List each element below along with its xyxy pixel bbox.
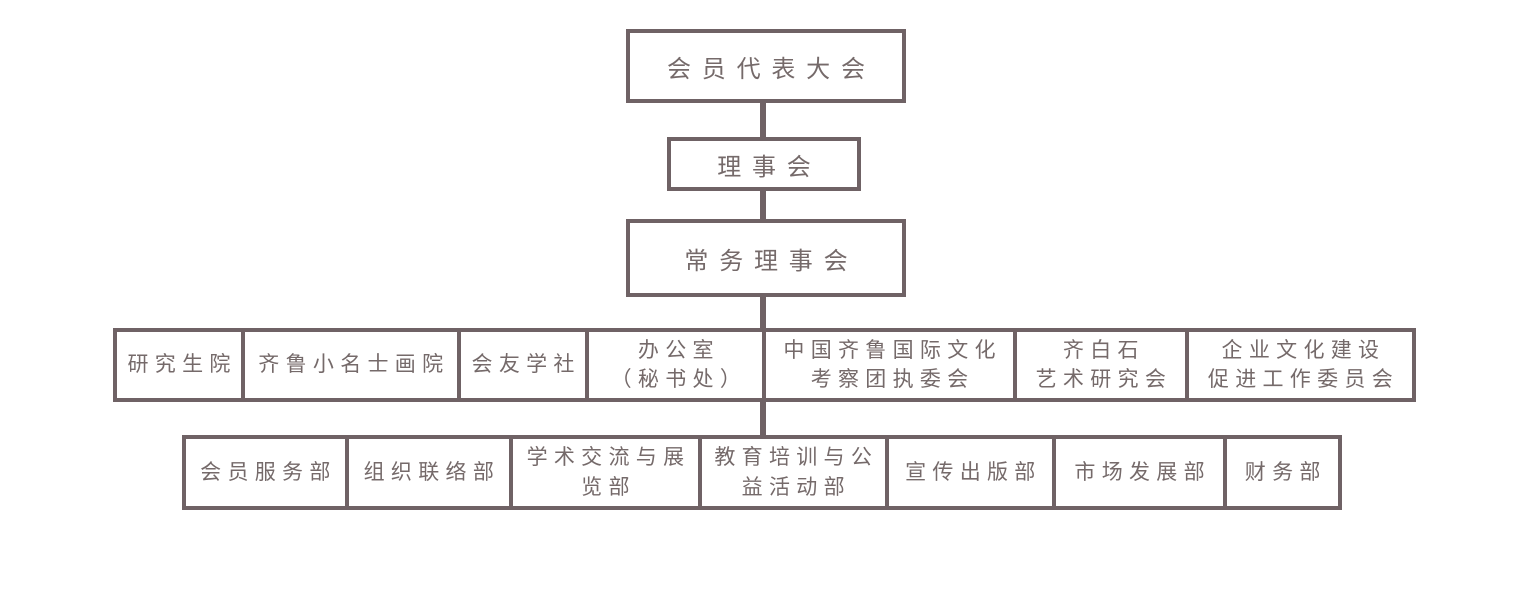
org-node-label: 办公室 [637, 337, 720, 362]
org-node-member-congress: 会员代表大会 [626, 29, 906, 103]
org-node-label: 常务理事会 [684, 248, 859, 275]
org-node-graduate-school: 研究生院 [117, 332, 245, 398]
connector-line [760, 297, 766, 328]
org-node-label: 理事会 [717, 154, 822, 181]
org-node-enterprise-culture-committee: 企业文化建设 促进工作委员会 [1189, 332, 1412, 398]
org-node-label: 促进工作委员会 [1207, 367, 1400, 391]
org-node-label: 教育培训与公 [714, 445, 879, 470]
org-node-label: 艺术研究会 [1035, 367, 1173, 391]
org-node-label: 齐白石 [1062, 337, 1145, 362]
connector-line [760, 191, 766, 219]
org-node-label: 中国齐鲁国际文化 [783, 337, 1002, 362]
org-node-label: 市场发展部 [1074, 459, 1211, 484]
org-node-label: 览部 [581, 474, 636, 499]
org-node-finance-dept: 财务部 [1227, 439, 1338, 506]
org-node-label: 学术交流与展 [526, 445, 691, 470]
org-node-label: 宣传出版部 [905, 459, 1042, 484]
org-row-affiliated-institutions: 研究生院 齐鲁小名士画院 会友学社 办公室 （秘书处） 中国齐鲁国际文化 考察团… [113, 328, 1416, 402]
org-node-label: 考察团执委会 [810, 367, 975, 391]
org-node-standing-council: 常务理事会 [626, 219, 906, 297]
org-node-label: （秘书处） [610, 367, 748, 391]
org-node-label: 企业文化建设 [1221, 337, 1386, 362]
org-node-label: 益活动部 [741, 474, 851, 499]
org-node-qibaishi-art-research: 齐白石 艺术研究会 [1017, 332, 1189, 398]
org-node-market-development-dept: 市场发展部 [1056, 439, 1228, 506]
org-node-member-service-dept: 会员服务部 [186, 439, 349, 506]
connector-line [760, 103, 766, 137]
org-node-qilu-intl-culture-delegation: 中国齐鲁国际文化 考察团执委会 [766, 332, 1017, 398]
org-node-label: 财务部 [1244, 459, 1327, 484]
org-node-label: 研究生院 [127, 352, 237, 377]
org-node-council: 理事会 [667, 137, 861, 191]
org-node-label: 会员服务部 [200, 459, 337, 484]
org-node-organization-liaison-dept: 组织联络部 [349, 439, 513, 506]
org-node-publicity-publishing-dept: 宣传出版部 [889, 439, 1056, 506]
org-node-academic-exchange-exhibition-dept: 学术交流与展 览部 [513, 439, 702, 506]
org-node-office-secretariat: 办公室 （秘书处） [589, 332, 767, 398]
org-node-label: 会员代表大会 [666, 56, 876, 83]
org-row-departments: 会员服务部 组织联络部 学术交流与展 览部 教育培训与公 益活动部 宣传出版部 … [182, 435, 1342, 510]
org-node-huiyou-society: 会友学社 [461, 332, 590, 398]
org-node-education-training-charity-dept: 教育培训与公 益活动部 [702, 439, 889, 506]
org-node-label: 组织联络部 [363, 459, 501, 484]
org-node-label: 齐鲁小名士画院 [258, 352, 450, 377]
org-node-qilu-young-celebrity-academy: 齐鲁小名士画院 [245, 332, 461, 398]
connector-line [760, 402, 766, 435]
org-node-label: 会友学社 [471, 352, 581, 377]
